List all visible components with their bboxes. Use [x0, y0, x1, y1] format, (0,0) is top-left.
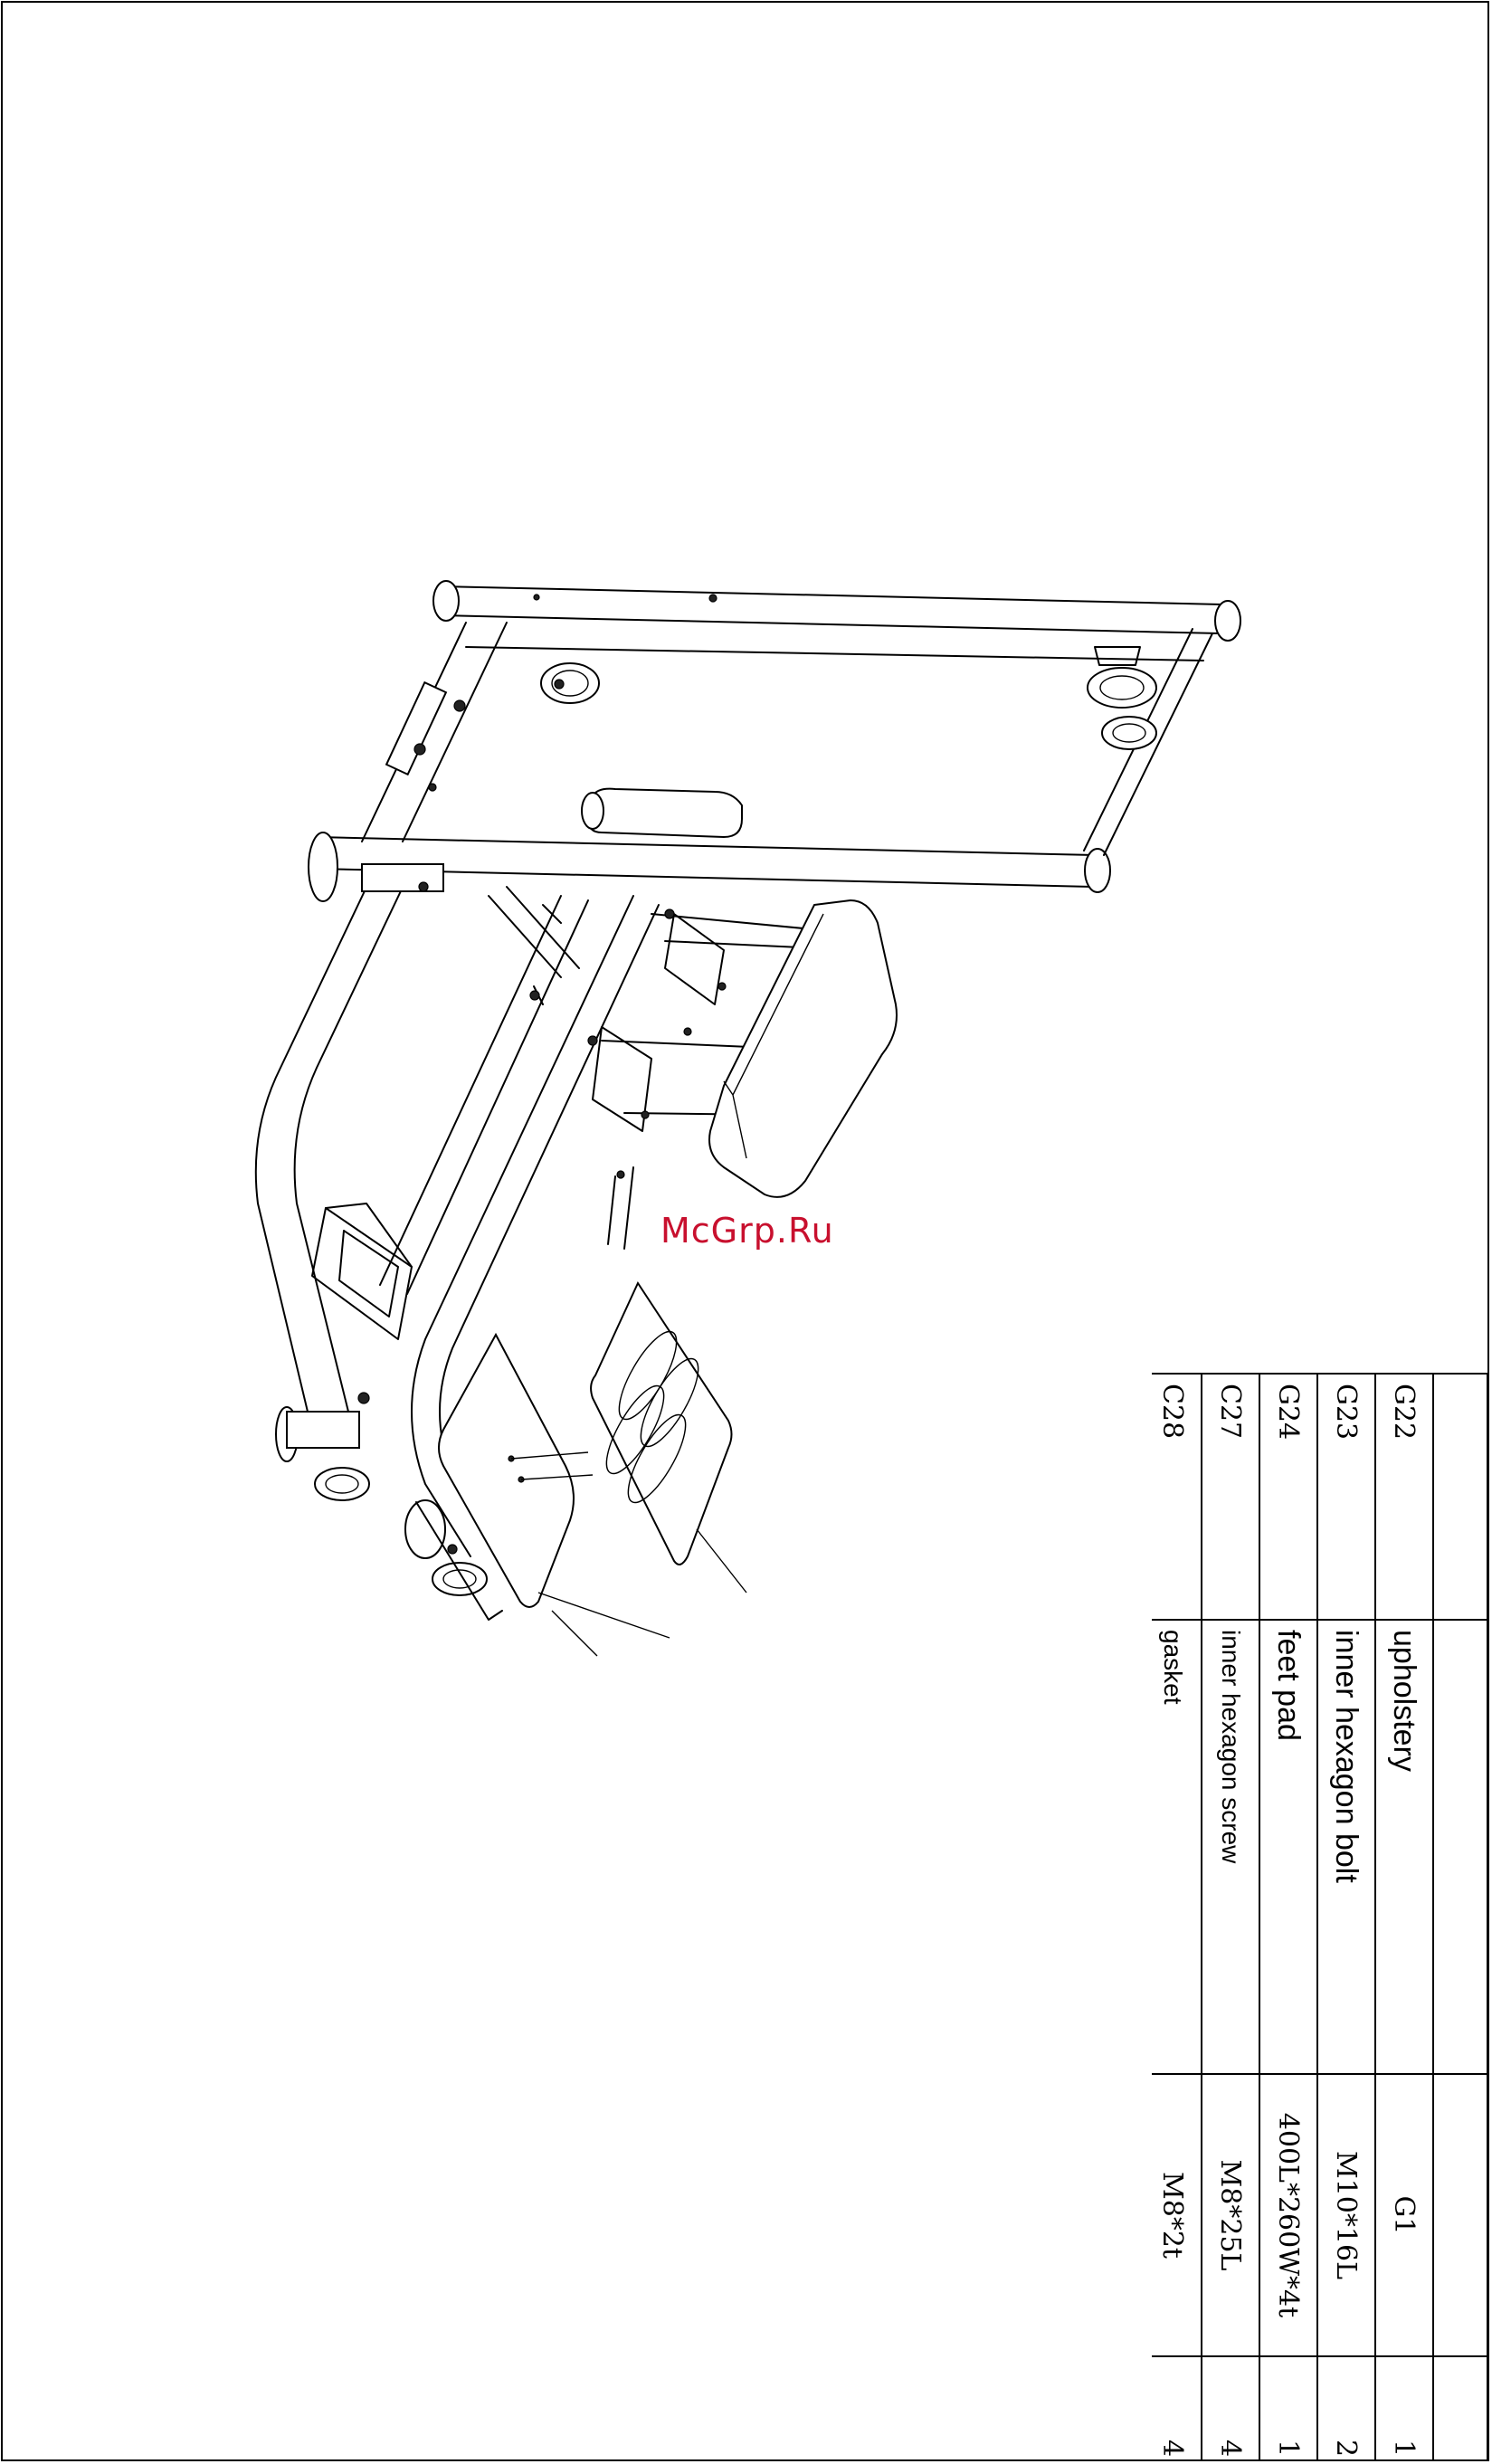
- part-name: feet pad: [1259, 1620, 1317, 2074]
- part-code: C27: [1202, 1374, 1259, 1620]
- part-name: inner hexagon screw: [1202, 1620, 1259, 2074]
- part-spec: 400L*260W*4t: [1259, 2074, 1317, 2356]
- part-code: G22: [1375, 1374, 1433, 1620]
- part-qty: 1: [1259, 2356, 1317, 2459]
- part-code: G23: [1317, 1374, 1375, 1620]
- part-name: gasket: [1152, 1620, 1202, 2074]
- table-row: C27 inner hexagon screw M8*25L 4: [1202, 1374, 1259, 2459]
- part-code: C28: [1152, 1374, 1202, 1620]
- watermark: McGrp.Ru: [660, 1211, 834, 1251]
- part-spec: M8*2t: [1152, 2074, 1202, 2356]
- part-spec: M8*25L: [1202, 2074, 1259, 2356]
- parts-table-frame: G22 upholstery G1 1 G23 inner hexagon bo…: [1152, 1373, 1488, 2459]
- part-name: inner hexagon bolt: [1317, 1620, 1375, 2074]
- u-handle: [582, 789, 742, 837]
- table-row: G22 upholstery G1 1: [1375, 1374, 1433, 2459]
- part-name: upholstery: [1375, 1620, 1433, 2074]
- table-header-blank-row: [1433, 1374, 1487, 2459]
- part-qty: 4: [1202, 2356, 1259, 2459]
- part-qty: 1: [1375, 2356, 1433, 2459]
- frame-side-members: [362, 623, 1212, 855]
- part-qty: 2: [1317, 2356, 1375, 2459]
- foot-bracket: [312, 1203, 412, 1339]
- feet-pad: [591, 1283, 746, 1593]
- part-code: G24: [1259, 1374, 1317, 1620]
- part-spec: M10*16L: [1317, 2074, 1375, 2356]
- table-row: C28 gasket M8*2t 4: [1152, 1374, 1202, 2459]
- frame-top-tube: [433, 581, 1240, 641]
- table-row: G23 inner hexagon bolt M10*16L 2: [1317, 1374, 1375, 2459]
- part-qty: 4: [1152, 2356, 1202, 2459]
- pulleys: [541, 647, 1156, 749]
- parts-table: G22 upholstery G1 1 G23 inner hexagon bo…: [1152, 1373, 1488, 2459]
- part-spec: G1: [1375, 2074, 1433, 2356]
- table-row: G24 feet pad 400L*260W*4t 1: [1259, 1374, 1317, 2459]
